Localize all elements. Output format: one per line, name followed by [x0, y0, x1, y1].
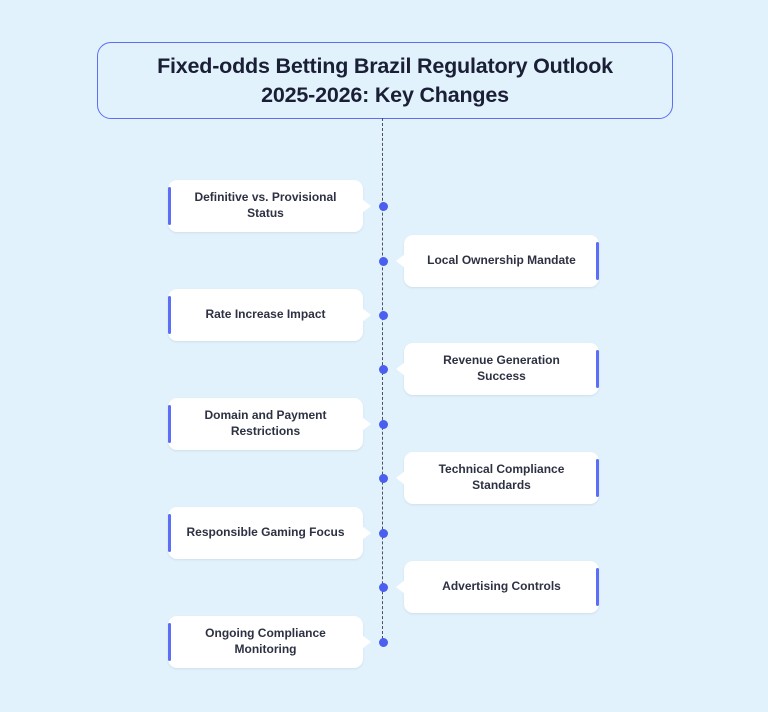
timeline-card[interactable]: Rate Increase Impact: [168, 289, 371, 341]
timeline-dot[interactable]: [378, 637, 388, 647]
page-title-box: Fixed-odds Betting Brazil Regulatory Out…: [97, 42, 673, 119]
card-pointer-icon: [362, 635, 371, 649]
timeline-card-label: Domain and Payment Restrictions: [204, 408, 327, 438]
card-pointer-icon: [396, 580, 405, 594]
timeline-card-label: Definitive vs. Provisional Status: [194, 190, 337, 220]
timeline-dot[interactable]: [378, 419, 388, 429]
card-pointer-icon: [362, 308, 371, 322]
timeline-card[interactable]: Local Ownership Mandate: [396, 235, 599, 287]
card-pointer-icon: [362, 526, 371, 540]
timeline-spine: [382, 118, 383, 644]
timeline-card[interactable]: Advertising Controls: [396, 561, 599, 613]
card-pointer-icon: [362, 417, 371, 431]
timeline-card-label: Technical Compliance Standards: [438, 462, 565, 492]
card-accent-bar: [596, 242, 599, 280]
timeline-card-label: Rate Increase Impact: [205, 307, 326, 322]
card-accent-bar: [168, 405, 171, 443]
timeline-card[interactable]: Technical Compliance Standards: [396, 452, 599, 504]
timeline-card-label: Local Ownership Mandate: [427, 253, 576, 268]
page-title: Fixed-odds Betting Brazil Regulatory Out…: [157, 54, 613, 107]
timeline-dot[interactable]: [378, 364, 388, 374]
card-accent-bar: [596, 350, 599, 388]
timeline-card[interactable]: Revenue Generation Success: [396, 343, 599, 395]
timeline-card[interactable]: Domain and Payment Restrictions: [168, 398, 371, 450]
card-pointer-icon: [396, 471, 405, 485]
timeline-dot[interactable]: [378, 473, 388, 483]
timeline-card-label: Advertising Controls: [442, 579, 561, 594]
card-accent-bar: [168, 187, 171, 225]
timeline-card[interactable]: Definitive vs. Provisional Status: [168, 180, 371, 232]
timeline-card[interactable]: Responsible Gaming Focus: [168, 507, 371, 559]
card-accent-bar: [596, 459, 599, 497]
card-pointer-icon: [396, 362, 405, 376]
timeline-dot[interactable]: [378, 528, 388, 538]
timeline-card[interactable]: Ongoing Compliance Monitoring: [168, 616, 371, 668]
card-pointer-icon: [362, 199, 371, 213]
card-pointer-icon: [396, 254, 405, 268]
card-accent-bar: [168, 514, 171, 552]
card-accent-bar: [168, 296, 171, 334]
timeline-card-label: Revenue Generation Success: [443, 353, 560, 383]
card-accent-bar: [596, 568, 599, 606]
card-accent-bar: [168, 623, 171, 661]
timeline-dot[interactable]: [378, 201, 388, 211]
timeline-dot[interactable]: [378, 256, 388, 266]
timeline-dot[interactable]: [378, 582, 388, 592]
timeline-dot[interactable]: [378, 310, 388, 320]
timeline-card-label: Responsible Gaming Focus: [186, 525, 345, 540]
timeline-card-label: Ongoing Compliance Monitoring: [205, 626, 326, 656]
